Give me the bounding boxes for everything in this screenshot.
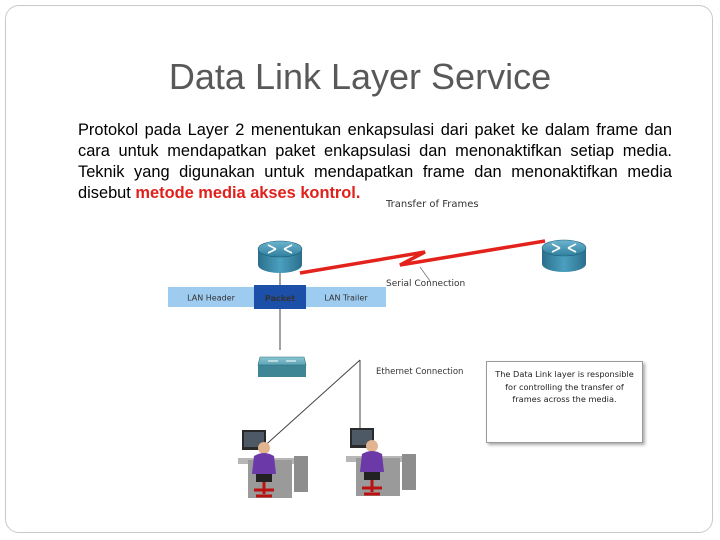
paragraph-main-text: Protokol pada Layer 2 menentukan enkapsu… <box>78 121 672 202</box>
packet-label: Packet <box>265 294 295 303</box>
switch-icon <box>257 356 307 377</box>
ethernet-connection-caption: Ethernet Connection <box>376 367 463 377</box>
serial-link-bolt <box>299 239 546 275</box>
paragraph-highlight-text: metode media akses kontrol. <box>135 184 361 202</box>
workstation-icon <box>346 428 416 496</box>
serial-connection-caption: Serial Connection <box>386 279 465 289</box>
data-link-note-text: The Data Link layer is responsible for c… <box>495 369 634 404</box>
router-icon <box>257 240 303 273</box>
packet-segment <box>254 285 306 309</box>
workstation-icon <box>238 430 308 498</box>
serial-caption-leader <box>419 266 431 282</box>
slide-title: Data Link Layer Service <box>168 56 552 97</box>
data-link-note-box: The Data Link layer is responsible for c… <box>486 361 643 443</box>
lan-header-label: LAN Header <box>187 294 235 303</box>
frame-diagram: LAN Header Packet LAN Trailer <box>168 285 386 309</box>
transfer-of-frames-caption: Transfer of Frames <box>385 199 479 210</box>
lan-header-segment <box>168 287 254 307</box>
network-diagram: Transfer of Frames Serial Connection LAN… <box>168 199 587 498</box>
ethernet-link-to-workstation-1 <box>259 359 361 451</box>
router-icon <box>541 239 587 272</box>
lan-trailer-segment <box>306 287 386 307</box>
slide-body-paragraph: Protokol pada Layer 2 menentukan enkapsu… <box>78 120 672 204</box>
lan-trailer-label: LAN Trailer <box>324 294 368 303</box>
